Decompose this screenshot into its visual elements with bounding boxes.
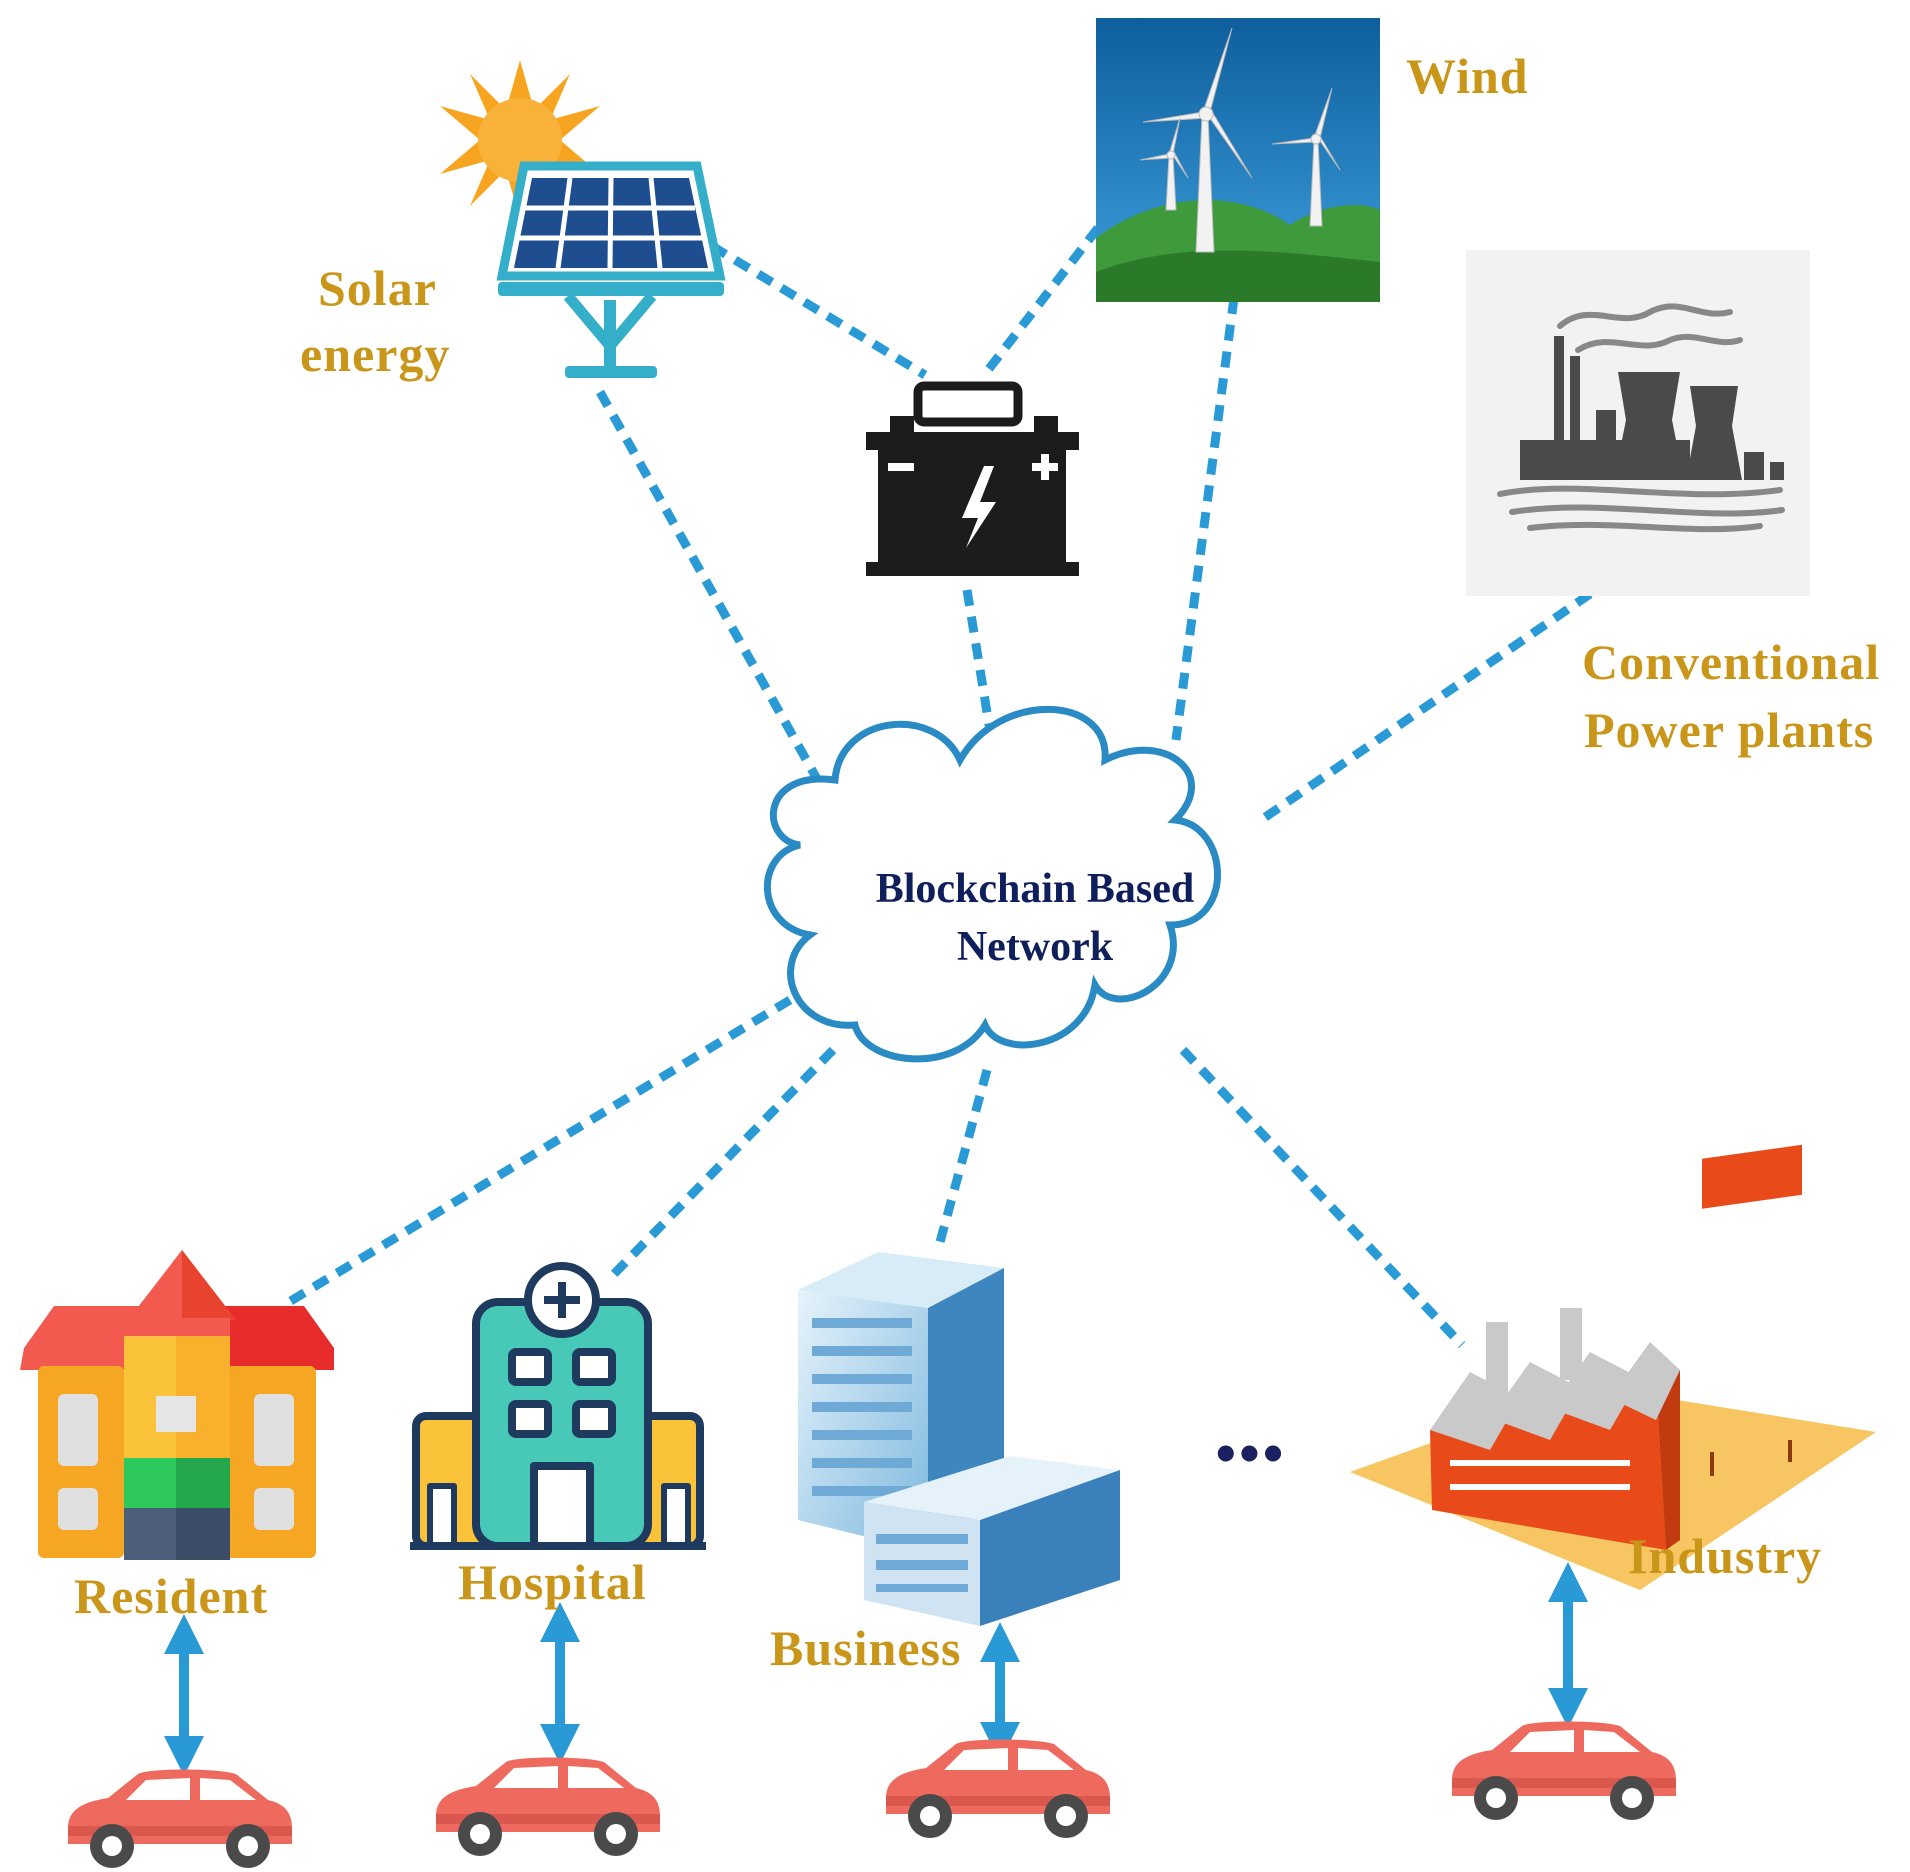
label-business: Business <box>770 1620 962 1676</box>
sun-icon <box>440 60 600 220</box>
wind-turbine-icon <box>1096 18 1380 302</box>
label-wind: Wind <box>1406 48 1529 104</box>
link-cloud-resident <box>281 996 793 1309</box>
network-links <box>281 225 1593 1349</box>
label-solar-line2: energy <box>300 326 451 382</box>
hospital-icon <box>410 1262 706 1550</box>
car-hospital-icon <box>436 1757 660 1856</box>
cloud-title-line1: Blockchain Based <box>875 866 1195 912</box>
solar-panel-icon <box>440 60 726 378</box>
battery-icon <box>866 381 1079 576</box>
power-plant-icon <box>1466 250 1810 596</box>
link-plant-cloud <box>1261 590 1593 822</box>
label-hospital: Hospital <box>458 1554 647 1610</box>
link-wind-cloud <box>1171 297 1239 741</box>
link-wind-battery <box>984 225 1102 373</box>
label-resident: Resident <box>74 1568 269 1624</box>
cars-group <box>68 1721 1676 1868</box>
link-cloud-business <box>935 1068 992 1244</box>
label-industry: Industry <box>1628 1528 1823 1584</box>
car-industry-icon <box>1452 1721 1676 1820</box>
office-building-icon <box>798 1252 1120 1626</box>
label-conventional-line2: Power plants <box>1584 702 1875 758</box>
vehicle-links <box>164 1562 1588 1776</box>
link-cloud-industry <box>1179 1046 1466 1349</box>
factory-icon <box>1350 1144 1876 1590</box>
label-conventional-line1: Conventional <box>1582 634 1881 690</box>
cloud-title-line2: Network <box>956 924 1114 970</box>
link-solar-battery <box>709 242 928 379</box>
blockchain-cloud-icon <box>764 705 1221 1063</box>
car-business-icon <box>886 1739 1110 1838</box>
label-solar-line1: Solar <box>318 260 437 316</box>
more-consumers-ellipsis: ••• <box>1216 1421 1287 1484</box>
link-solar-cloud <box>596 389 844 823</box>
house-icon <box>20 1250 334 1560</box>
car-resident-icon <box>68 1769 292 1868</box>
